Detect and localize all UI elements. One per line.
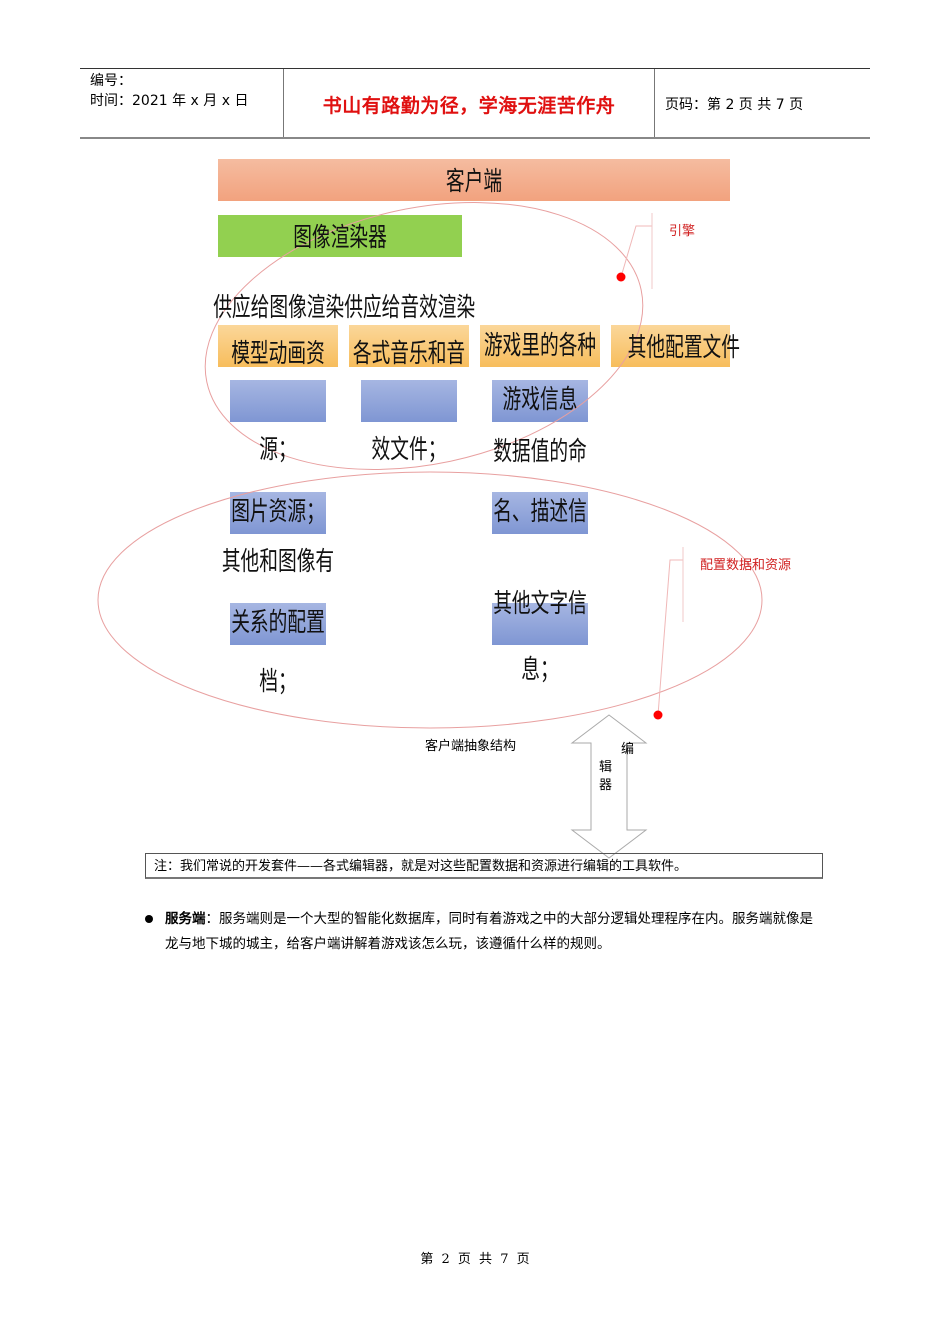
column-game-info-line: 名、描述信: [493, 497, 587, 527]
server-text: ：服务端则是一个大型的智能化数据库，同时有着游戏之中的大部分逻辑处理程序在内。服…: [165, 911, 813, 952]
image-picture-bar: [230, 492, 326, 534]
doc-number-label: 编号：: [90, 73, 132, 89]
column-image-line: 图片资源；: [231, 497, 325, 527]
header-divider: [283, 69, 284, 137]
header-page-label: 页码：第 2 页 共 7 页: [665, 97, 804, 113]
audio-resource-bar: [349, 325, 469, 367]
column-image-line: 其他和图像有: [221, 547, 335, 577]
audio-resource-sub-bar: [361, 380, 457, 422]
client-title: 客户端: [445, 167, 503, 197]
column-game-info-line: 息；: [521, 655, 559, 685]
config-ellipse: [97, 471, 763, 729]
game-desc-bar: [492, 492, 588, 534]
engine-ellipse: [204, 202, 644, 470]
page-footer: 第 2 页 共 7 页: [420, 1252, 530, 1267]
column-image-line: 档；: [259, 667, 297, 697]
engine-marker: [616, 272, 626, 282]
config-callout-label: 配置数据和资源: [700, 558, 792, 573]
column-audio-line: 效文件；: [371, 435, 447, 465]
editor-label-2: 辑: [599, 760, 613, 775]
server-term: 服务端: [165, 911, 206, 927]
diagram-caption: 客户端抽象结构: [425, 739, 517, 754]
column-game-info-line: 数据值的命: [493, 437, 587, 467]
editor-double-arrow: [570, 714, 648, 859]
note-box: 注：我们常说的开发套件——各式编辑器，就是对这些配置数据和资源进行编辑的工具软件…: [145, 853, 823, 879]
column-image-line: 供应给图像渲染: [213, 293, 345, 323]
renderer-label: 图像渲染器: [293, 223, 387, 253]
column-audio-line: 各式音乐和音: [352, 339, 466, 369]
game-info-sub-bar: [492, 380, 588, 422]
column-image-line: 模型动画资: [231, 339, 325, 369]
editor-label-1: 编: [621, 742, 635, 757]
header-divider: [654, 69, 655, 137]
engine-callout-label: 引擎: [669, 224, 696, 239]
engine-callout-line: [620, 225, 652, 278]
bullet-icon: [145, 915, 153, 923]
game-text-bar: [492, 603, 588, 645]
page-header: 编号： 时间：2021 年 x 月 x 日 书山有路勤为径，学海无涯苦作舟 页码…: [80, 68, 870, 139]
config-marker: [653, 710, 663, 720]
game-info-bar: [480, 325, 600, 367]
column-game-info-line: 其他文字信: [493, 589, 587, 619]
image-resource-bar: [218, 325, 338, 367]
editor-label-3: 器: [599, 778, 613, 793]
header-motto: 书山有路勤为径，学海无涯苦作舟: [322, 95, 616, 117]
column-audio-line: 供应给音效渲染: [344, 293, 476, 323]
config-callout-line: [657, 559, 683, 716]
image-resource-sub-bar: [230, 380, 326, 422]
column-other-config-text: 其他配置文件: [627, 333, 740, 363]
image-config-bar: [230, 603, 326, 645]
renderer-bar: [218, 215, 462, 257]
column-image-line: 关系的配置: [231, 608, 325, 638]
column-game-info-line: 游戏信息: [502, 385, 578, 415]
column-image-line: 源；: [259, 435, 297, 465]
other-config-bar: [611, 325, 730, 367]
header-meta: 编号： 时间：2021 年 x 月 x 日: [90, 71, 248, 111]
client-bar: [218, 159, 730, 201]
column-game-info-line: 游戏里的各种: [483, 331, 597, 361]
server-paragraph: 服务端：服务端则是一个大型的智能化数据库，同时有着游戏之中的大部分逻辑处理程序在…: [165, 907, 815, 957]
date-label: 时间：2021 年 x 月 x 日: [90, 93, 249, 109]
